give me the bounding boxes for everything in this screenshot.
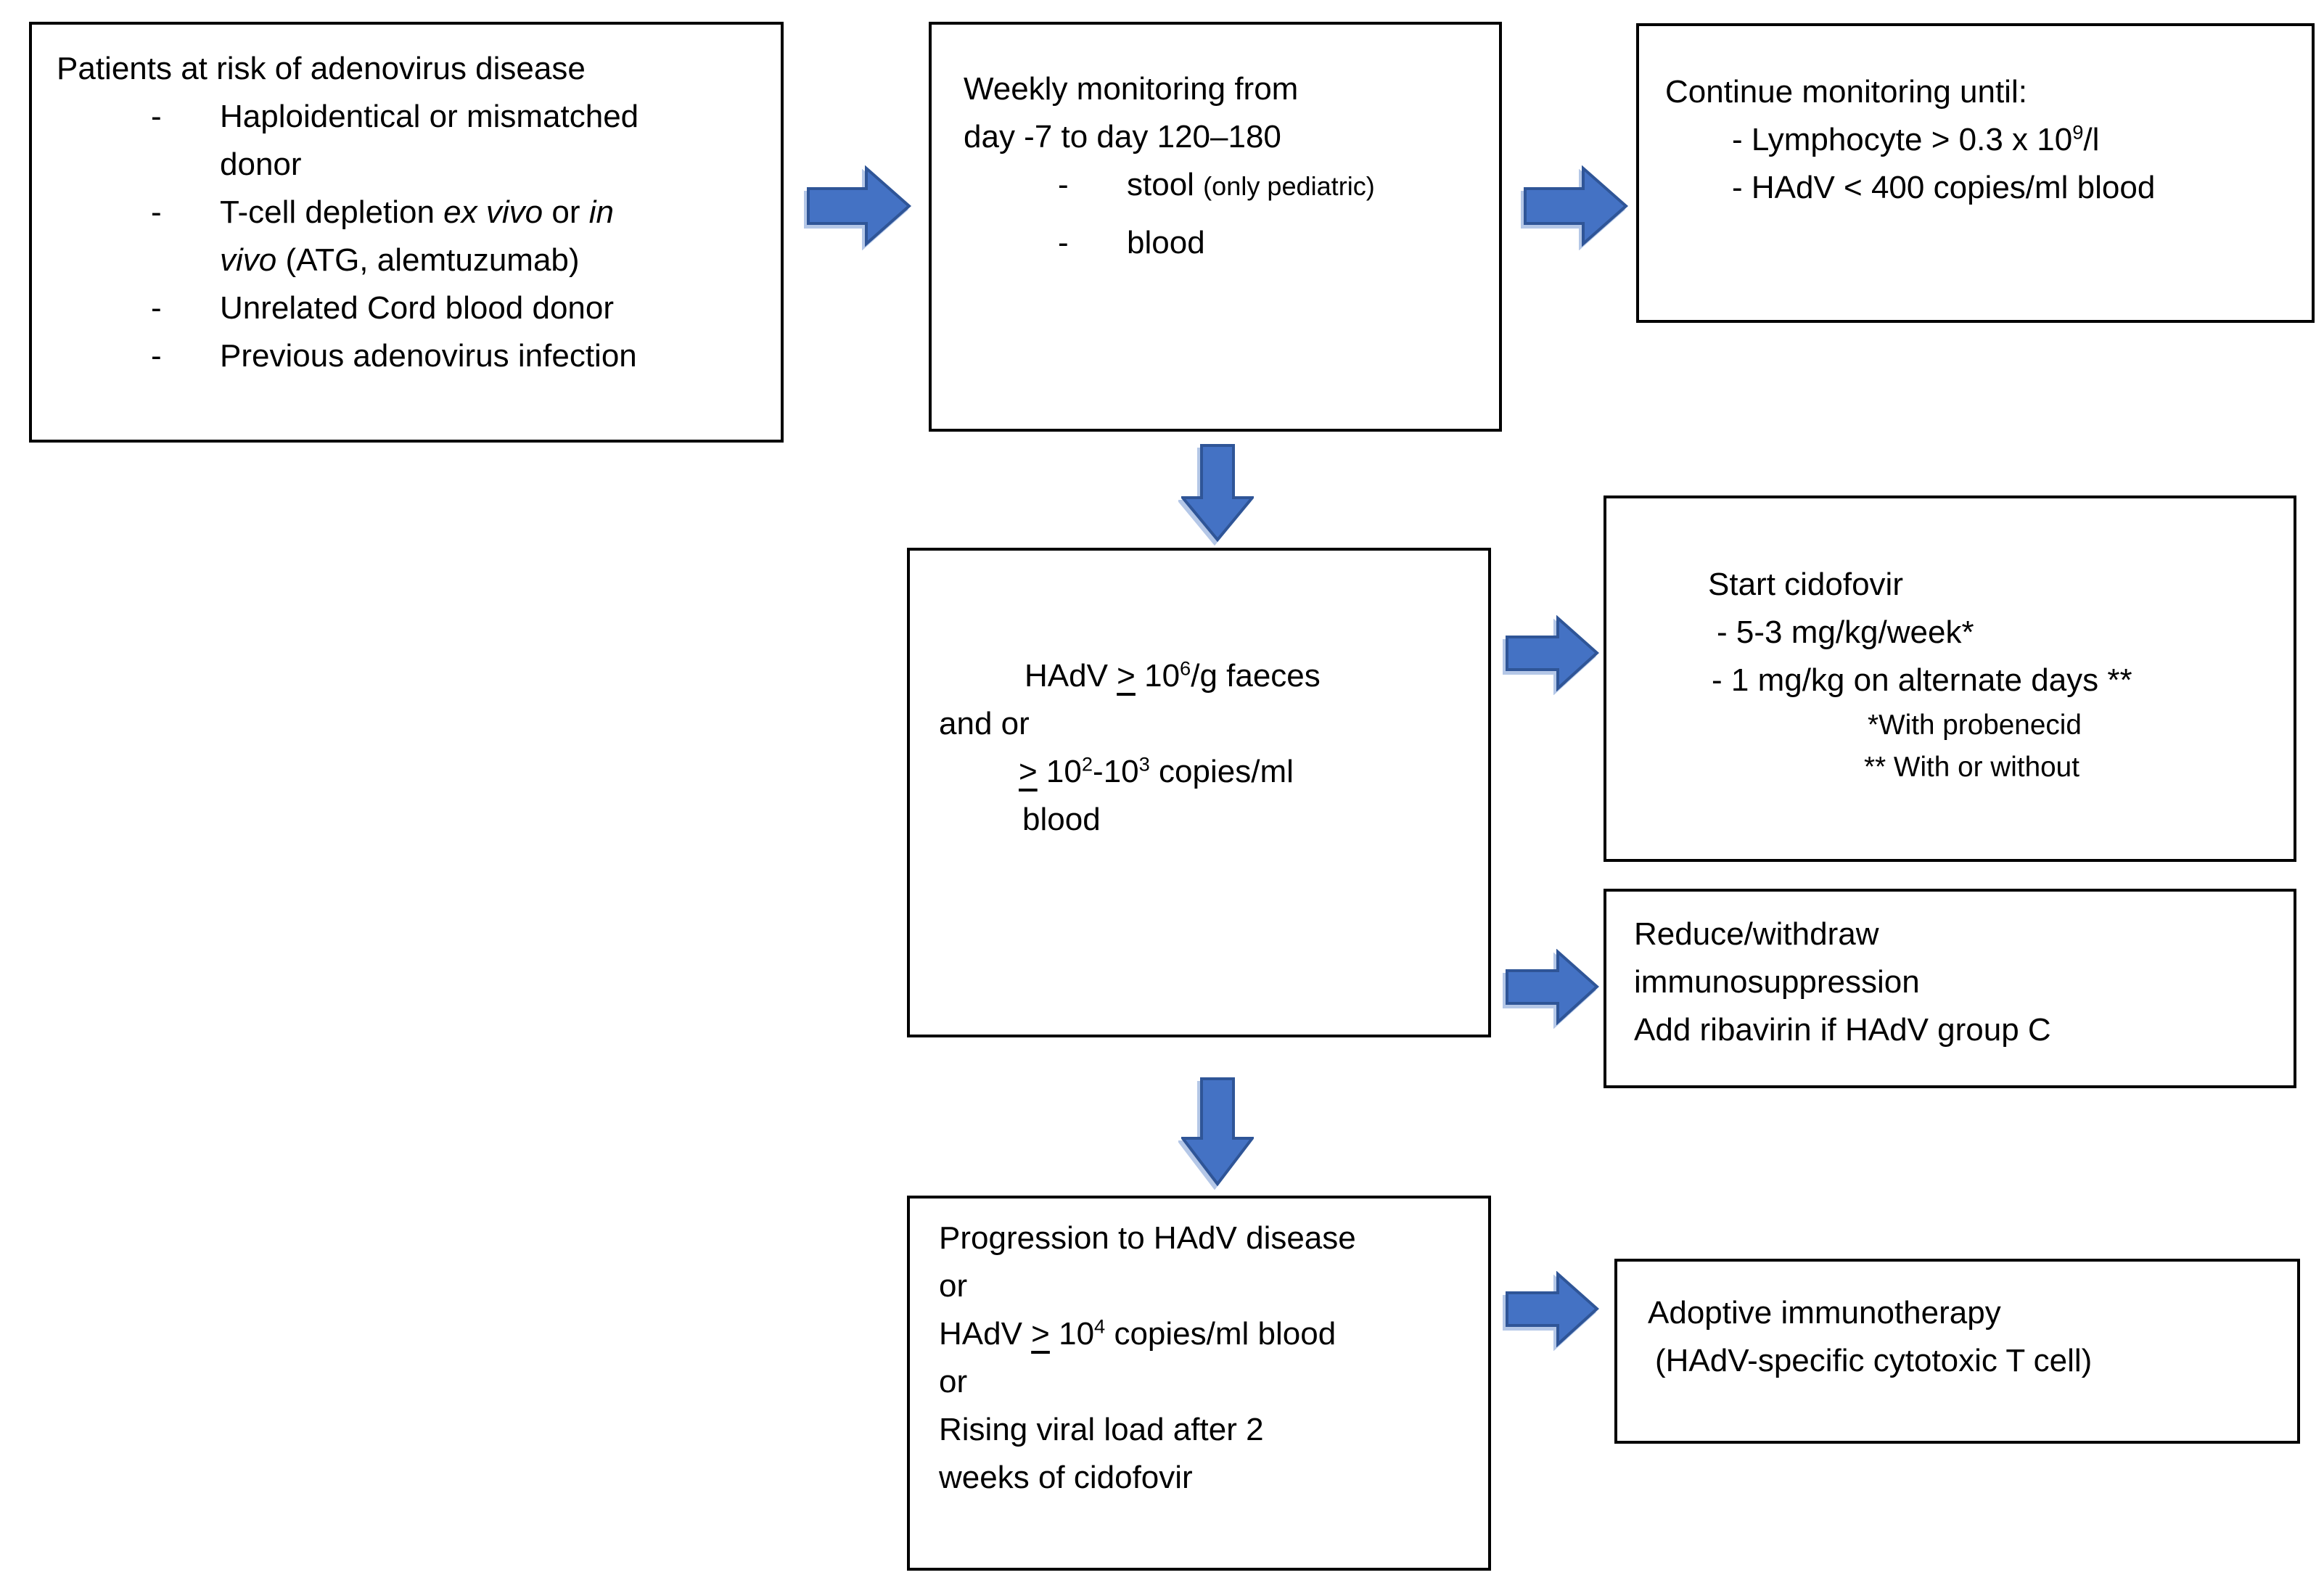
threshold-line-2: and or [939,706,1030,741]
cidofovir-line-1: - 5-3 mg/kg/week* [1717,614,1974,650]
arrow-down-icon [1181,1077,1254,1186]
greater-equal-sign: > [1019,754,1038,789]
dash-bullet: - [151,194,162,230]
threshold-line-4: blood [1022,802,1101,837]
progression-line-5: Rising viral load after 2 [939,1412,1264,1447]
threshold-line-1-base: 10 [1135,658,1181,694]
progression-line-3-unit: copies/ml blood [1105,1316,1336,1352]
greater-equal-sign: > [1031,1316,1050,1352]
arrow-right-icon [1506,1271,1600,1347]
superscript: 2 [1081,752,1093,776]
superscript: 4 [1094,1315,1106,1338]
monitoring-item-1: stool (only pediatric) [1127,161,1375,209]
list-item: - stool (only pediatric) [964,161,1486,209]
arrow-right-icon [807,165,912,247]
reduce-line-2: immunosuppression [1634,964,1920,1000]
progression-line-1: Progression to HAdV disease [939,1220,1356,1256]
risk-item-2-text: (ATG, alemtuzumab) [276,242,580,278]
dash-bullet: - [1058,167,1069,202]
risk-item-2-text: T-cell depletion [220,194,444,230]
risk-item-2: T-cell depletion ex vivo or in vivo (ATG… [220,189,641,284]
reduce-box: Reduce/withdraw immunosuppression Add ri… [1604,889,2296,1088]
progression-line-2: or [939,1268,968,1304]
progression-line-3: HAdV > 104 copies/ml blood [939,1310,1478,1358]
monitoring-item-1-note: (only pediatric) [1203,171,1375,201]
cidofovir-title: Start cidofovir [1708,567,1903,602]
progression-box: Progression to HAdV disease or HAdV > 10… [907,1196,1491,1571]
risk-item-1: Haploidentical or mismatched donor [220,99,639,182]
threshold-line-1-text: HAdV [1025,658,1117,694]
dash-bullet: - [1058,225,1069,260]
threshold-line-3-unit: copies/ml [1149,754,1294,789]
dash-bullet: - [151,290,162,326]
continue-title: Continue monitoring until: [1665,74,2027,110]
superscript: 6 [1180,657,1191,680]
monitoring-box: Weekly monitoring from day -7 to day 120… [929,22,1502,432]
dash-bullet: - [151,99,162,134]
risk-title: Patients at risk of adenovirus disease [57,51,586,86]
risk-box: Patients at risk of adenovirus disease -… [29,22,784,443]
risk-item-4: Previous adenovirus infection [220,338,637,374]
list-item: - Unrelated Cord blood donor [57,284,766,332]
monitoring-line-1: Weekly monitoring from [964,71,1299,107]
continue-line-2: - HAdV < 400 copies/ml blood [1732,170,2156,205]
risk-item-2-italic-1: ex vivo [443,194,543,230]
list-item: - Previous adenovirus infection [57,332,766,380]
threshold-box: HAdV > 106/g faeces and or > 102-103 cop… [907,548,1491,1037]
progression-line-3-base: 10 [1049,1316,1095,1352]
risk-item-2-text: or [543,194,589,230]
arrow-right-icon [1506,615,1600,691]
cidofovir-box: Start cidofovir - 5-3 mg/kg/week* - 1 mg… [1604,496,2296,862]
risk-item-2-italic-2: in vivo [220,194,614,278]
risk-item-3: Unrelated Cord blood donor [220,290,615,326]
immunotherapy-line-2: (HAdV-specific cytotoxic T cell) [1655,1343,2093,1378]
superscript: 3 [1138,752,1150,776]
threshold-line-3: > 102-103 copies/ml [1019,748,1478,796]
threshold-line-1: HAdV > 106/g faeces [1025,652,1478,700]
dash-bullet: - [151,338,162,374]
reduce-line-3: Add ribavirin if HAdV group C [1634,1012,2051,1048]
list-item: - T-cell depletion ex vivo or in vivo (A… [57,189,766,284]
monitoring-line-2: day -7 to day 120–180 [964,119,1281,155]
continue-line-1: - Lymphocyte > 0.3 x 109/l [1732,116,2302,164]
threshold-line-3-base: 10 [1037,754,1082,789]
threshold-line-1-unit: /g faeces [1191,658,1321,694]
arrow-right-icon [1524,165,1629,247]
superscript: 9 [2072,120,2084,144]
progression-line-4: or [939,1364,968,1399]
progression-line-3-text: HAdV [939,1316,1032,1352]
reduce-line-1: Reduce/withdraw [1634,916,1879,952]
list-item: - blood [964,219,1486,267]
list-item: - Haploidentical or mismatched donor [57,93,766,189]
arrow-right-icon [1506,949,1600,1025]
continue-box: Continue monitoring until: - Lymphocyte … [1636,23,2315,323]
cidofovir-line-2: - 1 mg/kg on alternate days ** [1712,662,2132,698]
monitoring-item-2: blood [1127,225,1205,260]
continue-line-1-unit: /l [2083,122,2100,157]
threshold-line-3-range: -10 [1093,754,1139,789]
cidofovir-note-2: ** With or without [1864,752,2079,784]
immunotherapy-line-1: Adoptive immunotherapy [1648,1295,2001,1331]
immunotherapy-box: Adoptive immunotherapy (HAdV-specific cy… [1614,1259,2300,1444]
progression-line-6: weeks of cidofovir [939,1460,1193,1495]
cidofovir-note-1: *With probenecid [1868,710,2082,741]
arrow-down-icon [1181,444,1254,542]
continue-line-1-text: - Lymphocyte > 0.3 x 10 [1732,122,2073,157]
greater-equal-sign: > [1117,658,1136,694]
monitoring-item-1-main: stool [1127,167,1204,202]
